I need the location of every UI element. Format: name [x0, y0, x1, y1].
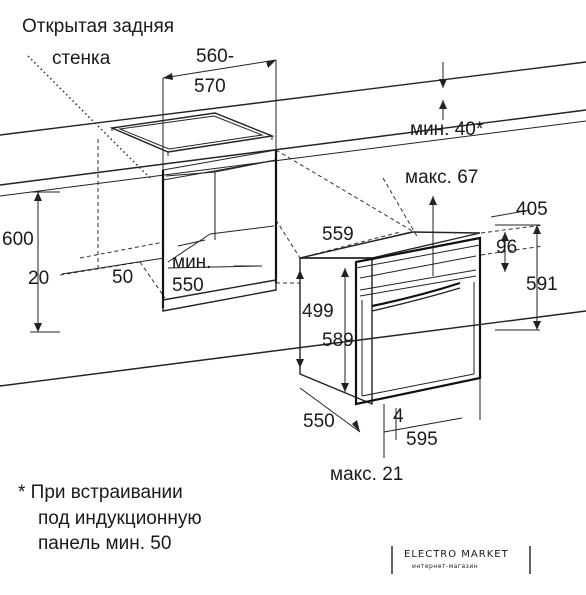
label-550-depth: 550 [303, 411, 335, 432]
footnote-line3: панель мин. 50 [38, 533, 171, 554]
label-niche-width-line2: 570 [194, 76, 226, 97]
label-max-67: макс. 67 [405, 167, 478, 188]
footnote-line1: * При встраивании [18, 482, 183, 503]
label-20: 20 [28, 268, 49, 289]
dimension-labels: Открытая задняя стенка 560- 570 мин. 40*… [2, 16, 558, 485]
dimension-lines [30, 59, 540, 458]
label-595: 595 [406, 429, 438, 450]
label-600: 600 [2, 229, 34, 250]
countertop [0, 61, 586, 387]
label-50: 50 [112, 267, 133, 288]
label-min-40: мин. 40* [410, 119, 484, 140]
arrowheads [34, 60, 541, 432]
niche [161, 149, 278, 312]
label-niche-width-line1: 560- [196, 46, 234, 67]
label-min: мин. [172, 252, 211, 273]
electro-market-logo: ELECTRO MARKET интернет-магазин [391, 546, 531, 574]
label-4: 4 [393, 406, 404, 427]
label-589: 589 [322, 330, 354, 351]
label-550-niche: 550 [172, 275, 204, 296]
logo-subtitle: интернет-магазин [412, 563, 478, 570]
label-499: 499 [302, 301, 334, 322]
hob [109, 112, 275, 156]
label-405: 405 [516, 199, 548, 220]
label-96: 96 [496, 237, 517, 258]
logo-title: ELECTRO MARKET [404, 549, 509, 560]
label-max-21: макс. 21 [330, 464, 403, 485]
footnote: * При встраивании под индукционную панел… [18, 482, 202, 554]
label-open-back-line2: стенка [52, 48, 111, 69]
footnote-line2: под индукционную [38, 508, 202, 529]
label-559: 559 [322, 224, 354, 245]
label-open-back-line1: Открытая задняя [22, 16, 174, 37]
label-591: 591 [526, 274, 558, 295]
